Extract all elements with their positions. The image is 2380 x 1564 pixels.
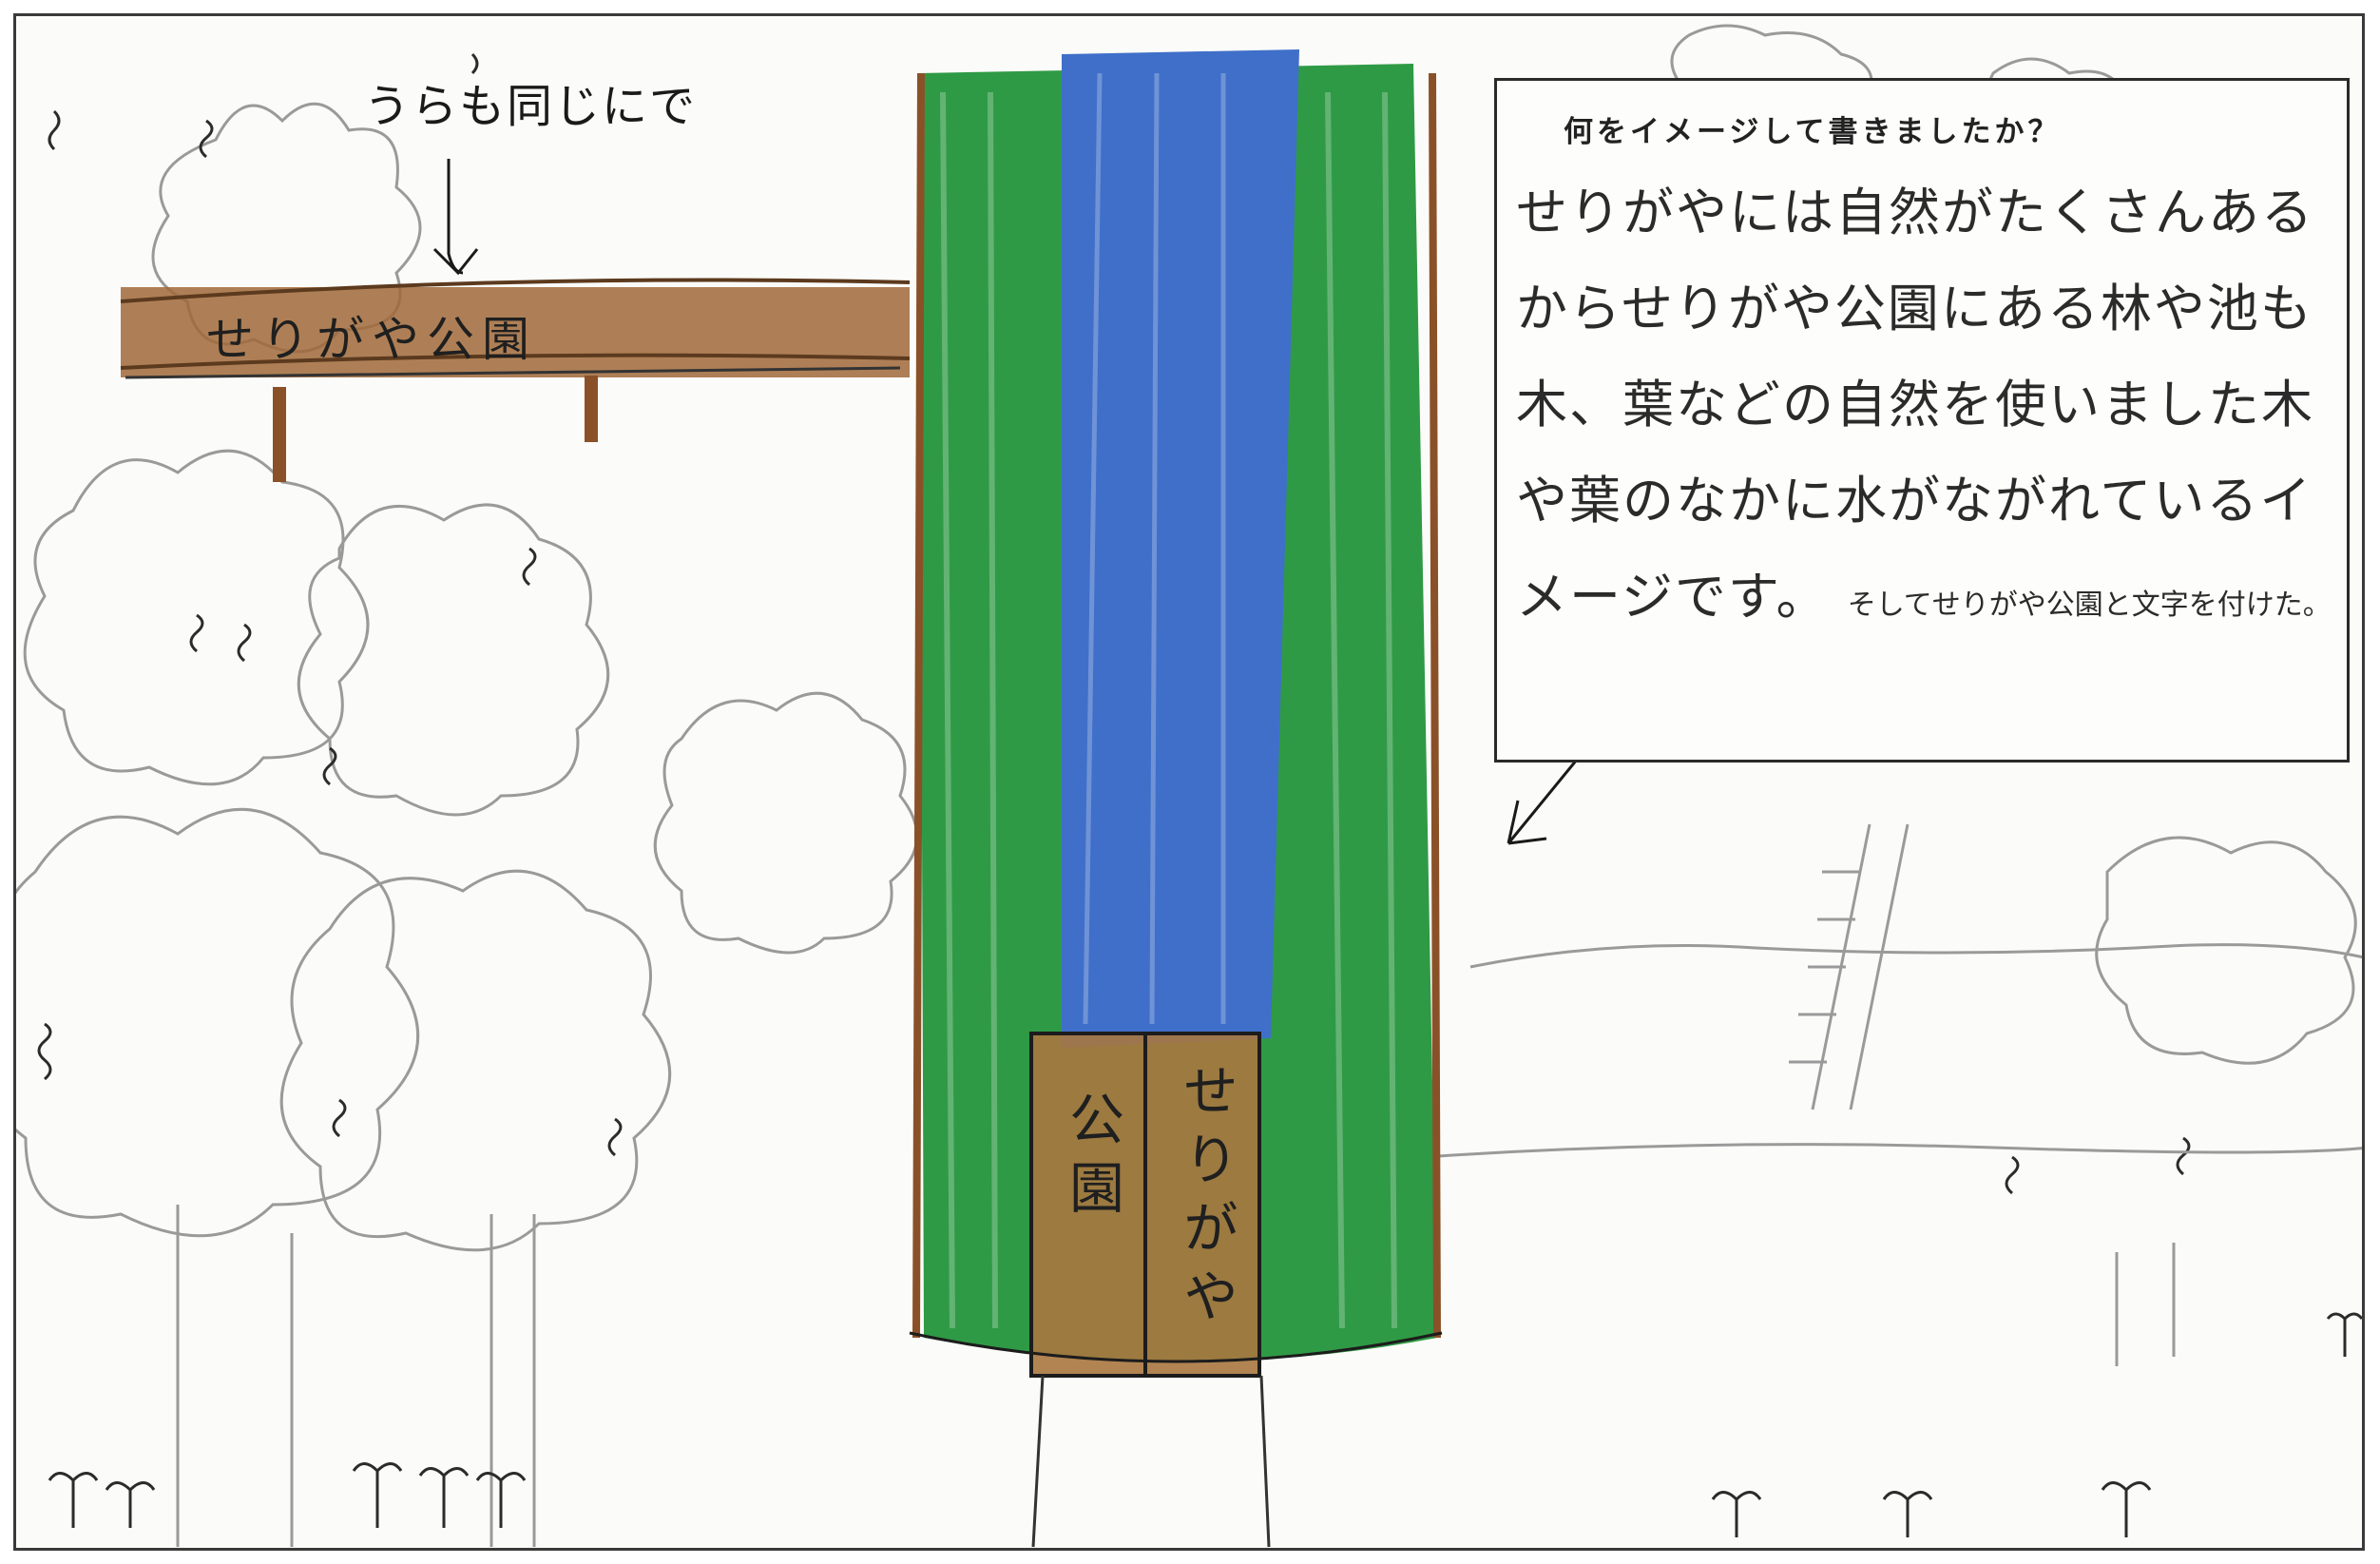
- background-scene: [16, 24, 2362, 1548]
- pillar-artwork: [909, 49, 1443, 1548]
- explanation-panel: 何をイメージして書きましたか？ せりがやには自然がたくさんあるからせりがや公園に…: [1494, 78, 2350, 763]
- note-text: うらも同じにで: [364, 80, 698, 133]
- question-label: 何をイメージして書きましたか？: [1564, 115, 2062, 149]
- sign-label-right: せりがや: [1174, 1062, 1238, 1336]
- banner-text: せりがや公園: [206, 312, 537, 367]
- answer-main: せりがやには自然がたくさんあるからせりがや公園にある林や池も木、葉などの自然を使…: [1516, 183, 2314, 627]
- answer-small: そしてせりがや公園と文字を付けた。: [1847, 589, 2332, 622]
- note-arrow: [432, 159, 479, 276]
- sign-label-left: 公園: [1060, 1091, 1124, 1227]
- answer-text: せりがやには自然がたくさんあるからせりがや公園にある林や池も木、葉などの自然を使…: [1516, 164, 2333, 653]
- drawing-sheet: せりがや公園 うらも同じにで 公園 せりがや 何をイメージして書きましたか？ せ…: [13, 13, 2365, 1551]
- sprouts: [48, 1312, 2362, 1537]
- banner-sign: [120, 278, 911, 482]
- ink-tree-outlines: [37, 52, 2191, 1195]
- pencil-trees-left: [16, 102, 919, 1547]
